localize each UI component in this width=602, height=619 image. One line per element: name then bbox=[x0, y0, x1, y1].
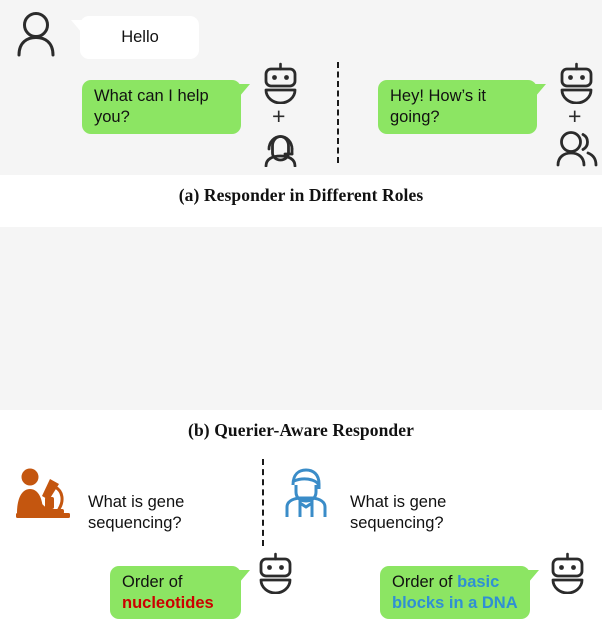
message-bubble-querier: What is gene sequencing? bbox=[67, 487, 236, 539]
panel-a-divider bbox=[337, 62, 339, 163]
robot-icon bbox=[558, 62, 595, 105]
message-bubble-responder-alt: Hey! How’s it going? bbox=[378, 80, 546, 134]
message-bubble-querier: What is gene sequencing? bbox=[329, 487, 498, 539]
panel-a-responder-roles: Hello What can I help you? + Hey! How’s … bbox=[0, 0, 602, 175]
message-bubble-querier: Hello bbox=[71, 16, 199, 59]
answer-text-plain: Order of bbox=[392, 572, 458, 591]
people-group-icon bbox=[556, 130, 598, 167]
panel-b-querier-aware: What is gene sequencing? Order of nucleo… bbox=[0, 227, 602, 619]
scientist-microscope-icon bbox=[14, 467, 72, 519]
student-person-icon bbox=[281, 467, 331, 519]
message-bubble-responder: Order of basic blocks in a DNA bbox=[380, 566, 539, 619]
answer-text-highlight: nucleotides bbox=[122, 593, 214, 612]
robot-icon bbox=[257, 552, 294, 595]
message-bubble-responder: Order of nucleotides bbox=[110, 566, 250, 619]
user-avatar-icon bbox=[14, 10, 58, 58]
robot-icon bbox=[262, 62, 299, 105]
panel-b-caption: (b) Querier-Aware Responder bbox=[188, 420, 414, 440]
message-bubble-responder: What can I help you? bbox=[82, 80, 250, 134]
plus-operator: + bbox=[272, 103, 286, 129]
panel-a-caption: (a) Responder in Different Roles bbox=[178, 185, 424, 205]
answer-text-plain: Order of bbox=[122, 572, 183, 591]
support-agent-icon bbox=[261, 130, 300, 168]
panel-b-divider bbox=[262, 459, 264, 546]
robot-icon bbox=[549, 552, 586, 595]
plus-operator: + bbox=[568, 103, 582, 129]
